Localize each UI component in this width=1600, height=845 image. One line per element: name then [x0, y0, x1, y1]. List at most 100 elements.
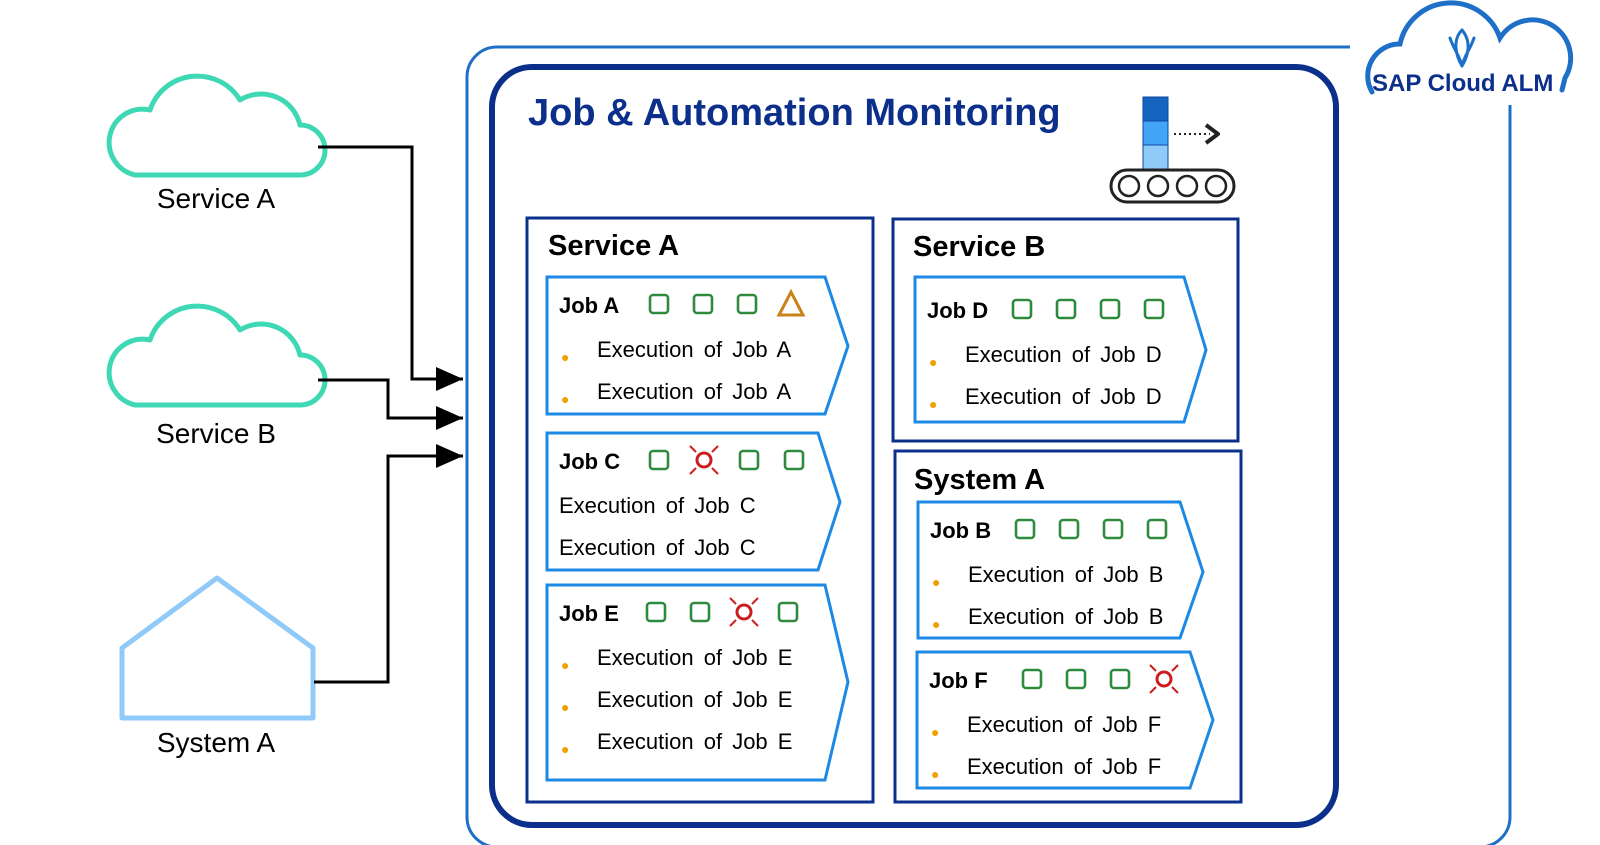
- execution-item[interactable]: ● Execution of Job F: [917, 712, 1212, 754]
- status-error-icon[interactable]: [1147, 662, 1181, 696]
- job-card[interactable]: Job A ● Execution of Job A ● Execution of Jo…: [547, 277, 847, 414]
- execution-text: Execution of Job D: [965, 342, 1162, 367]
- job-card-b-shape: [916, 500, 1205, 640]
- status-ok-icon[interactable]: [1052, 512, 1086, 546]
- execution-item[interactable]: ● Execution of Job B: [918, 562, 1203, 604]
- execution-list: Execution of Job C Execution of Job C: [547, 493, 842, 577]
- status-ok-icon[interactable]: [1049, 292, 1083, 326]
- bullet-icon: ●: [931, 724, 940, 740]
- execution-item[interactable]: ● Execution of Job A: [547, 337, 847, 379]
- status-ok-icon[interactable]: [777, 443, 811, 477]
- execution-item[interactable]: ● Execution of Job E: [547, 687, 847, 729]
- status-ok-icon[interactable]: [1103, 662, 1137, 696]
- status-ok-icon[interactable]: [1008, 512, 1042, 546]
- status-ok-icon[interactable]: [1096, 512, 1130, 546]
- panel-title-service-a: Service A: [548, 230, 680, 262]
- source-label-service-b: Service B: [156, 418, 276, 449]
- status-ok-icon[interactable]: [1005, 292, 1039, 326]
- job-name: Job B: [930, 518, 992, 543]
- execution-text: Execution of Job E: [597, 729, 793, 754]
- job-name: Job E: [559, 601, 619, 626]
- job-card[interactable]: Job B ● Execution of Job B ● Execution of Jo…: [918, 502, 1203, 638]
- execution-text: Execution of Job F: [967, 754, 1162, 779]
- system-icon: [119, 575, 316, 721]
- bullet-icon: ●: [561, 349, 570, 365]
- execution-list: ● Execution of Job D ● Execution of Job D: [915, 342, 1205, 426]
- bullet-icon: ●: [929, 396, 938, 412]
- bullet-icon: ●: [561, 391, 570, 407]
- status-ok-icon[interactable]: [1140, 512, 1174, 546]
- source-label-service-a: Service A: [156, 183, 276, 214]
- status-error-icon[interactable]: [687, 443, 721, 477]
- execution-text: Execution of Job D: [965, 384, 1162, 409]
- execution-list: ● Execution of Job A ● Execution of Job A: [547, 337, 847, 421]
- status-ok-icon[interactable]: [730, 287, 764, 321]
- bullet-icon: ●: [932, 616, 941, 632]
- job-card-e-shape: [545, 583, 850, 782]
- status-ok-icon[interactable]: [1015, 662, 1049, 696]
- bullet-icon: ●: [561, 657, 570, 673]
- job-conveyor-icon: [1109, 96, 1236, 204]
- execution-text: Execution of Job C: [559, 493, 756, 518]
- execution-item[interactable]: ● Execution of Job A: [547, 379, 847, 421]
- status-ok-icon[interactable]: [642, 287, 676, 321]
- status-ok-icon[interactable]: [771, 595, 805, 629]
- bullet-icon: ●: [561, 699, 570, 715]
- status-ok-icon[interactable]: [683, 595, 717, 629]
- execution-item[interactable]: ● Execution of Job E: [547, 645, 847, 687]
- job-name: Job F: [929, 668, 988, 693]
- execution-list: ● Execution of Job B ● Execution of Job B: [918, 562, 1203, 646]
- panel-service-b: [891, 217, 1240, 443]
- execution-item[interactable]: ● Execution of Job D: [915, 384, 1205, 426]
- job-card[interactable]: Job E ● Execution of Job E ● Execution of Jo…: [547, 585, 847, 780]
- job-card[interactable]: Job D ● Execution of Job D ● Execution of Jo…: [915, 282, 1205, 422]
- status-ok-icon[interactable]: [732, 443, 766, 477]
- job-card-c-shape: [545, 431, 842, 572]
- monitoring-frame: [489, 64, 1339, 828]
- execution-item[interactable]: Execution of Job C: [547, 535, 842, 577]
- execution-item[interactable]: ● Execution of Job D: [915, 342, 1205, 384]
- bullet-icon: ●: [929, 354, 938, 370]
- status-warning-icon[interactable]: [774, 287, 808, 321]
- execution-item[interactable]: ● Execution of Job E: [547, 729, 847, 771]
- execution-text: Execution of Job A: [597, 337, 792, 362]
- status-error-icon[interactable]: [727, 595, 761, 629]
- status-ok-icon[interactable]: [1093, 292, 1127, 326]
- status-ok-icon[interactable]: [686, 287, 720, 321]
- brand-name: SAP Cloud ALM: [1372, 70, 1554, 97]
- cloud-alm-frame: [465, 45, 1512, 845]
- connector-lines: [314, 145, 463, 684]
- source-label-system-a: System A: [156, 727, 276, 758]
- sap-cloud-alm-logo: [1365, 0, 1574, 95]
- status-ok-icon[interactable]: [1137, 292, 1171, 326]
- cloud-icon: [106, 303, 328, 408]
- job-card[interactable]: Job F ● Execution of Job F● Execution of Jo…: [917, 652, 1212, 788]
- job-card-d-shape: [913, 275, 1208, 424]
- status-ok-icon[interactable]: [639, 595, 673, 629]
- job-card-a-shape: [545, 275, 850, 416]
- execution-list: ●Execution of Job F●Execution of Job F: [917, 712, 1212, 796]
- job-name: Job A: [559, 293, 620, 318]
- bullet-icon: ●: [932, 574, 941, 590]
- execution-item[interactable]: Execution of Job C: [547, 493, 842, 535]
- status-ok-icon[interactable]: [642, 443, 676, 477]
- panel-title-system-a: System A: [914, 464, 1046, 496]
- cloud-icon: [106, 73, 328, 178]
- job-name: Job D: [927, 298, 989, 323]
- execution-text: Execution of Job B: [968, 562, 1164, 587]
- execution-item[interactable]: ●Execution of Job F: [917, 754, 1212, 796]
- panel-system-a: [893, 449, 1243, 804]
- execution-text: Execution of Job E: [597, 687, 793, 712]
- execution-item[interactable]: ● Execution of Job B: [918, 604, 1203, 646]
- execution-text: Execution of Job A: [597, 379, 792, 404]
- panel-service-a: [525, 216, 875, 804]
- bullet-icon: ●: [561, 741, 570, 757]
- execution-text: Execution of Job F: [967, 712, 1162, 737]
- execution-text: Execution of Job B: [968, 604, 1164, 629]
- execution-text: Execution of Job E: [597, 645, 793, 670]
- job-card-f-shape: [915, 650, 1215, 790]
- panel-title-service-b: Service B: [913, 231, 1046, 263]
- status-ok-icon[interactable]: [1059, 662, 1093, 696]
